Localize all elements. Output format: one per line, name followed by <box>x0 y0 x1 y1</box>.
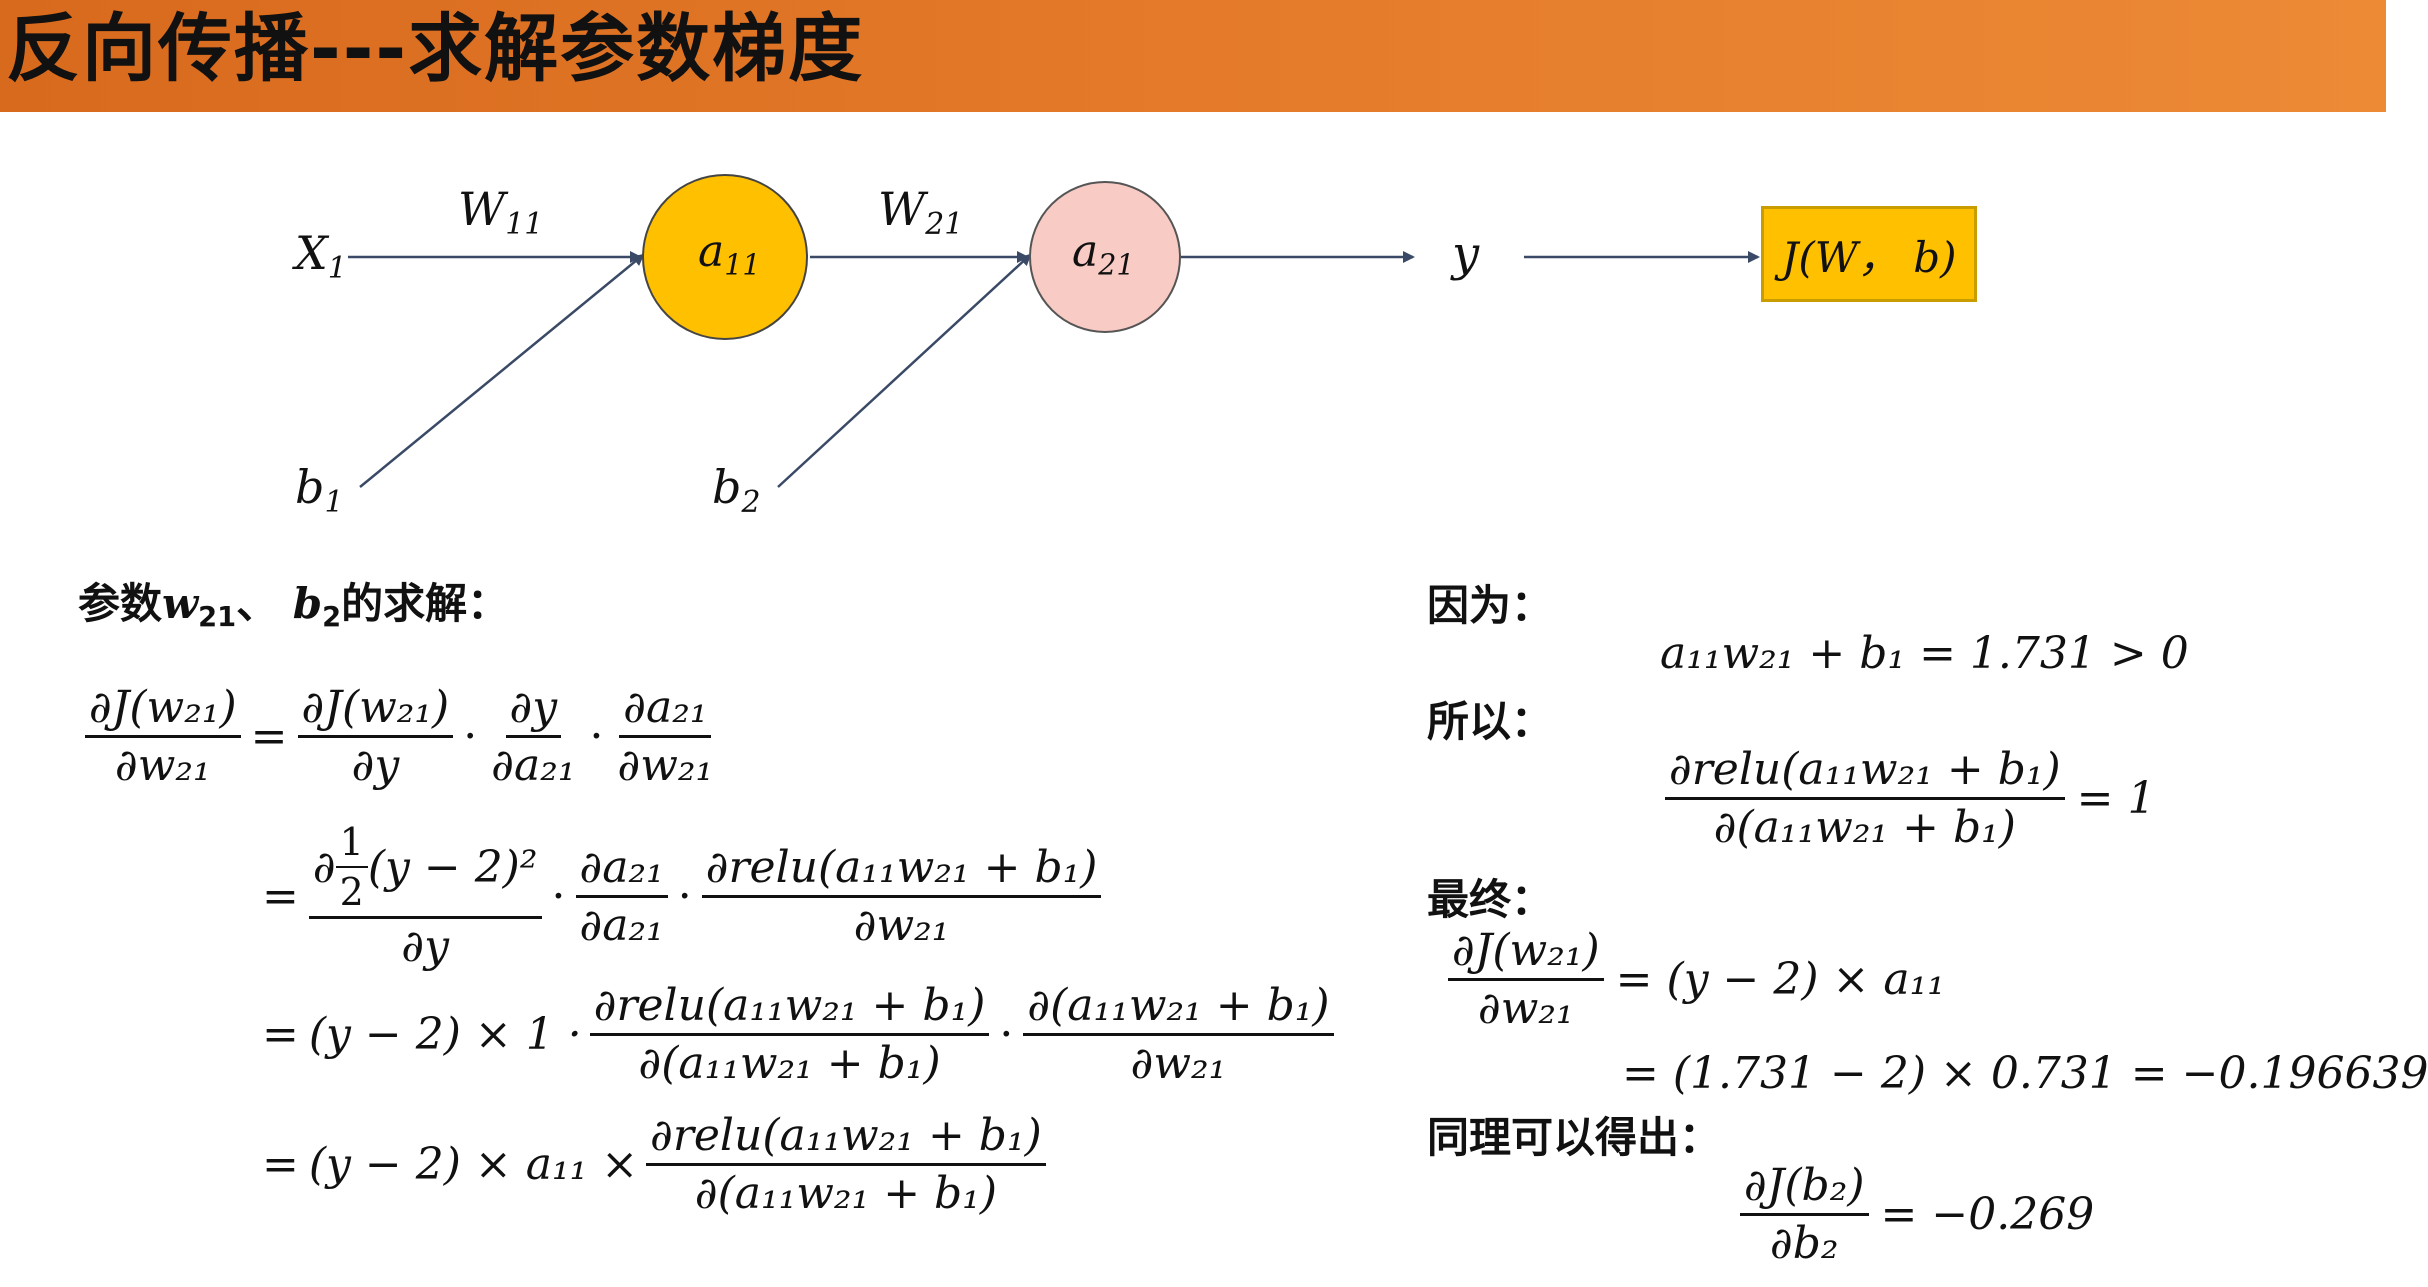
bias-b2-label: b2 <box>712 460 761 520</box>
fraction: ∂relu(a₁₁w₂₁ + b₁)∂(a₁₁w₂₁ + b₁) <box>589 980 990 1089</box>
fraction: ∂y∂a₂₁ <box>491 682 576 791</box>
so-label: 所以： <box>1427 697 1554 746</box>
fraction: ∂J(b₂)∂b₂ <box>1740 1160 1869 1269</box>
input-x1-label: X1 <box>295 226 347 286</box>
fraction: ∂(a₁₁w₂₁ + b₁)∂w₂₁ <box>1023 980 1334 1089</box>
final-label: 最终： <box>1427 875 1554 924</box>
final-equation: ∂J(w₂₁)∂w₂₁ = (y − 2) × a₁₁ <box>1448 925 1945 1034</box>
because-equation: a₁₁w₂₁ + b₁ = 1.731 > 0 <box>1660 628 2189 679</box>
equation-line-1: ∂J(w₂₁)∂w₂₁ = ∂J(w₂₁)∂y · ∂y∂a₂₁ · ∂a₂₁∂… <box>85 682 717 791</box>
header-bar: 反向传播---求解参数梯度 <box>0 0 2386 112</box>
node-a21-label: a21 <box>1072 226 1135 282</box>
fraction: ∂relu(a₁₁w₂₁ + b₁)∂(a₁₁w₂₁ + b₁) <box>646 1110 1046 1219</box>
equation-line-4: = (y − 2) × a₁₁ × ∂relu(a₁₁w₂₁ + b₁)∂(a₁… <box>262 1110 1046 1219</box>
node-a21-circle <box>1029 181 1181 333</box>
so-equation: ∂relu(a₁₁w₂₁ + b₁)∂(a₁₁w₂₁ + b₁) = 1 <box>1665 744 2156 853</box>
equation-line-3: = (y − 2) × 1 · ∂relu(a₁₁w₂₁ + b₁)∂(a₁₁w… <box>262 980 1334 1089</box>
fraction: ∂relu(a₁₁w₂₁ + b₁)∂w₂₁ <box>701 842 1102 951</box>
edge-b2-a21 <box>777 253 1032 488</box>
bias-b1-label: b1 <box>295 460 344 520</box>
left-heading: 参数w21、 b2的求解： <box>78 579 510 634</box>
fraction: ∂J(w₂₁)∂y <box>297 682 454 791</box>
similarly-label: 同理可以得出： <box>1427 1113 1722 1162</box>
network-diagram <box>348 174 1760 488</box>
fraction: ∂J(w₂₁)∂w₂₁ <box>85 682 241 791</box>
node-a11-circle <box>642 174 808 340</box>
final-equation-value: = (1.731 − 2) × 0.731 = −0.196639 <box>1622 1048 2428 1099</box>
fraction: ∂J(w₂₁)∂w₂₁ <box>1448 925 1604 1034</box>
edge-b1-a11 <box>359 253 645 488</box>
fraction: ∂a₂₁∂w₂₁ <box>617 682 714 791</box>
b2-gradient-equation: ∂J(b₂)∂b₂ = −0.269 <box>1740 1160 2094 1269</box>
fraction: ∂relu(a₁₁w₂₁ + b₁)∂(a₁₁w₂₁ + b₁) <box>1665 744 2065 853</box>
fraction: ∂a₂₁∂a₂₁ <box>575 842 668 951</box>
weight-w11-label: W11 <box>458 182 544 242</box>
page-title: 反向传播---求解参数梯度 <box>6 6 865 92</box>
node-a11-label: a11 <box>698 226 761 282</box>
output-y-label: y <box>1452 226 1480 282</box>
loss-label: J(W， b) <box>1781 232 1957 282</box>
because-label: 因为： <box>1427 581 1554 630</box>
weight-w21-label: W21 <box>878 182 964 242</box>
loss-box: J(W， b) <box>1761 206 1977 302</box>
